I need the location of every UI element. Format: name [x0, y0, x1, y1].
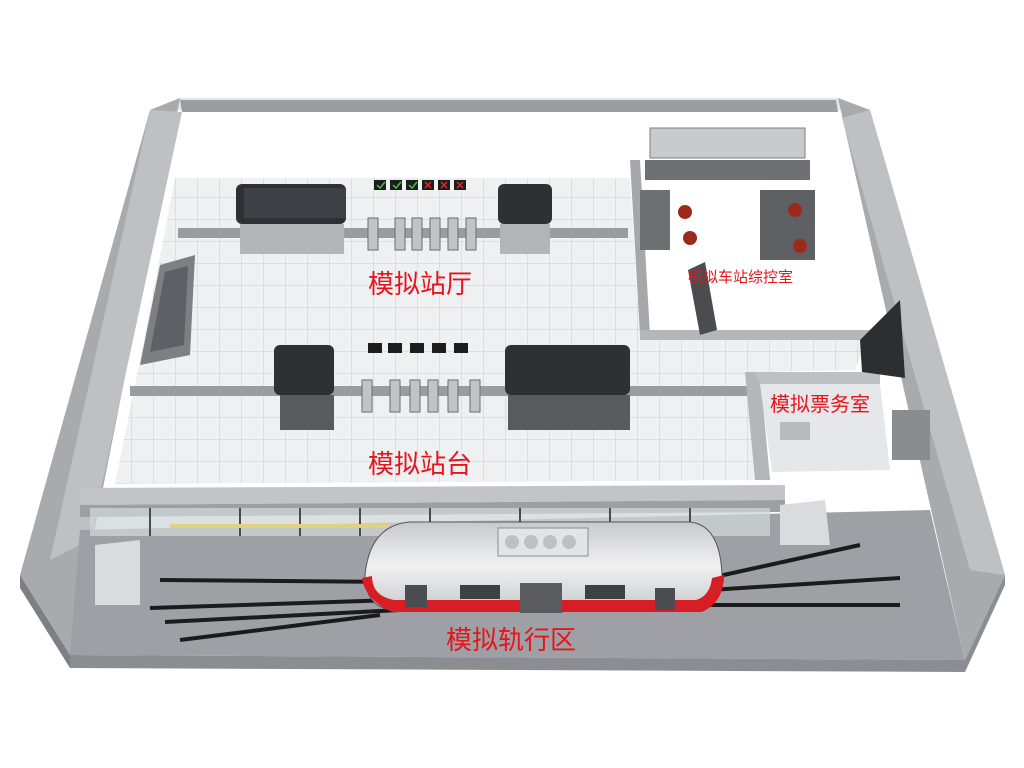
hall-ticket-machine-right [498, 184, 552, 254]
check-icon [374, 180, 386, 190]
ticket-office [760, 300, 930, 472]
hall-fare-gates [367, 217, 477, 251]
stairs-right [780, 500, 830, 545]
check-icon [390, 180, 402, 190]
platform-ticket-machine-right [505, 345, 630, 430]
outer-walls [20, 98, 1005, 660]
hall-ticket-machine-left [236, 184, 346, 254]
platform-label: 模拟站台 [368, 450, 473, 480]
control-room-console [640, 127, 815, 335]
platform-fare-gates [361, 379, 481, 413]
platform-signs [368, 343, 468, 353]
hall-cabinets [140, 255, 195, 365]
rail-tracks [149, 543, 901, 642]
station-hall-label: 模拟站厅 [368, 270, 473, 300]
check-icon [406, 180, 418, 190]
control-room-label: 模拟车站综控室 [688, 268, 794, 286]
train [362, 521, 724, 613]
stairs-left [95, 540, 140, 605]
ticket-office-label: 模拟票务室 [770, 392, 870, 416]
platform-ticket-machine-left [274, 345, 334, 430]
track-area-label: 模拟轨行区 [446, 626, 577, 656]
gate-status-signs [374, 180, 466, 190]
